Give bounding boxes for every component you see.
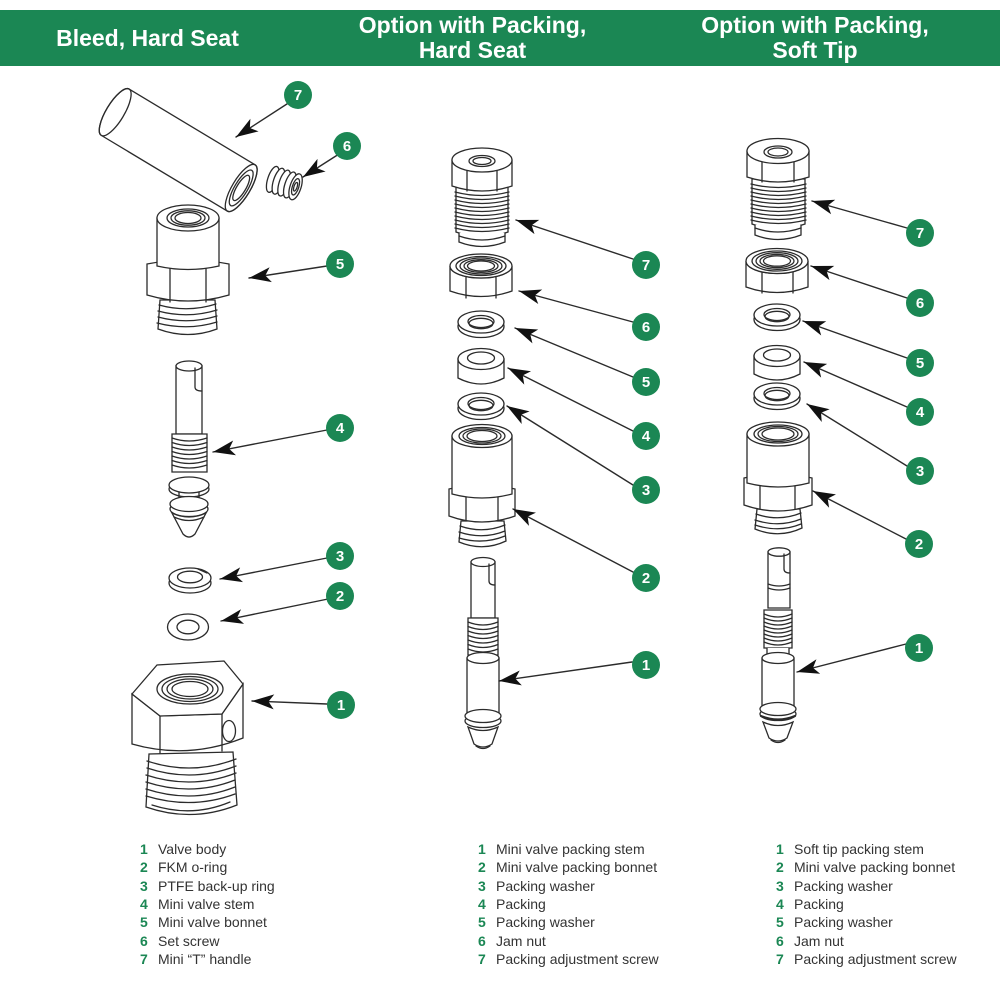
- part-soft-tip-packing-stem: [759, 547, 797, 744]
- part-mini-valve-bonnet: [146, 204, 230, 336]
- part-jam-nut-3: [745, 247, 809, 294]
- title-line: Soft Tip: [772, 37, 858, 63]
- part-mini-t-handle: [98, 87, 258, 213]
- part-mini-valve-stem: [168, 360, 210, 538]
- part-mini-valve-packing-stem: [464, 556, 502, 750]
- part-fkm-o-ring: [166, 613, 210, 641]
- callout-4: 4: [906, 398, 934, 426]
- callout-7: 7: [284, 81, 312, 109]
- callout-5: 5: [326, 250, 354, 278]
- leader-lines: [212, 101, 908, 710]
- header-bar: [0, 10, 1000, 66]
- part-packing-washer-upper-3: [753, 303, 801, 332]
- part-packing-washer-lower-3: [753, 382, 801, 411]
- part-ptfe-backup-ring: [168, 567, 212, 594]
- part-jam-nut-2: [449, 253, 513, 299]
- callout-6: 6: [333, 132, 361, 160]
- callout-6: 6: [906, 289, 934, 317]
- callout-7: 7: [906, 219, 934, 247]
- part-valve-body: [131, 660, 244, 816]
- callout-1: 1: [905, 634, 933, 662]
- column-title-bleed-hard-seat: Bleed, Hard Seat: [0, 10, 295, 66]
- title-line: Option with Packing,: [701, 12, 929, 38]
- callout-5: 5: [906, 349, 934, 377]
- callout-4: 4: [632, 422, 660, 450]
- part-mini-valve-packing-bonnet-3: [743, 421, 813, 535]
- title-line: Bleed, Hard Seat: [56, 24, 239, 51]
- title-line: Option with Packing,: [358, 12, 587, 38]
- callout-1: 1: [327, 691, 355, 719]
- callout-3: 3: [326, 542, 354, 570]
- part-set-screw: [265, 165, 303, 201]
- part-packing-washer-upper-2: [457, 310, 505, 339]
- callout-7: 7: [632, 251, 660, 279]
- part-packing-3: [753, 344, 801, 381]
- column-title-packing-hard-seat: Option with Packing, Hard Seat: [295, 10, 650, 66]
- callout-4: 4: [326, 414, 354, 442]
- callout-6: 6: [632, 313, 660, 341]
- part-packing-adjustment-screw-2: [451, 147, 513, 248]
- callout-1: 1: [632, 651, 660, 679]
- title-line: Hard Seat: [418, 37, 527, 63]
- column-title-packing-soft-tip: Option with Packing, Soft Tip: [650, 10, 980, 66]
- part-packing-2: [457, 347, 505, 385]
- callout-5: 5: [632, 368, 660, 396]
- callout-2: 2: [905, 530, 933, 558]
- part-packing-adjustment-screw-3: [746, 137, 810, 241]
- callout-2: 2: [326, 582, 354, 610]
- part-packing-washer-lower-2: [457, 392, 505, 421]
- callout-3: 3: [632, 476, 660, 504]
- part-mini-valve-packing-bonnet-2: [448, 423, 516, 548]
- callout-2: 2: [632, 564, 660, 592]
- callout-3: 3: [906, 457, 934, 485]
